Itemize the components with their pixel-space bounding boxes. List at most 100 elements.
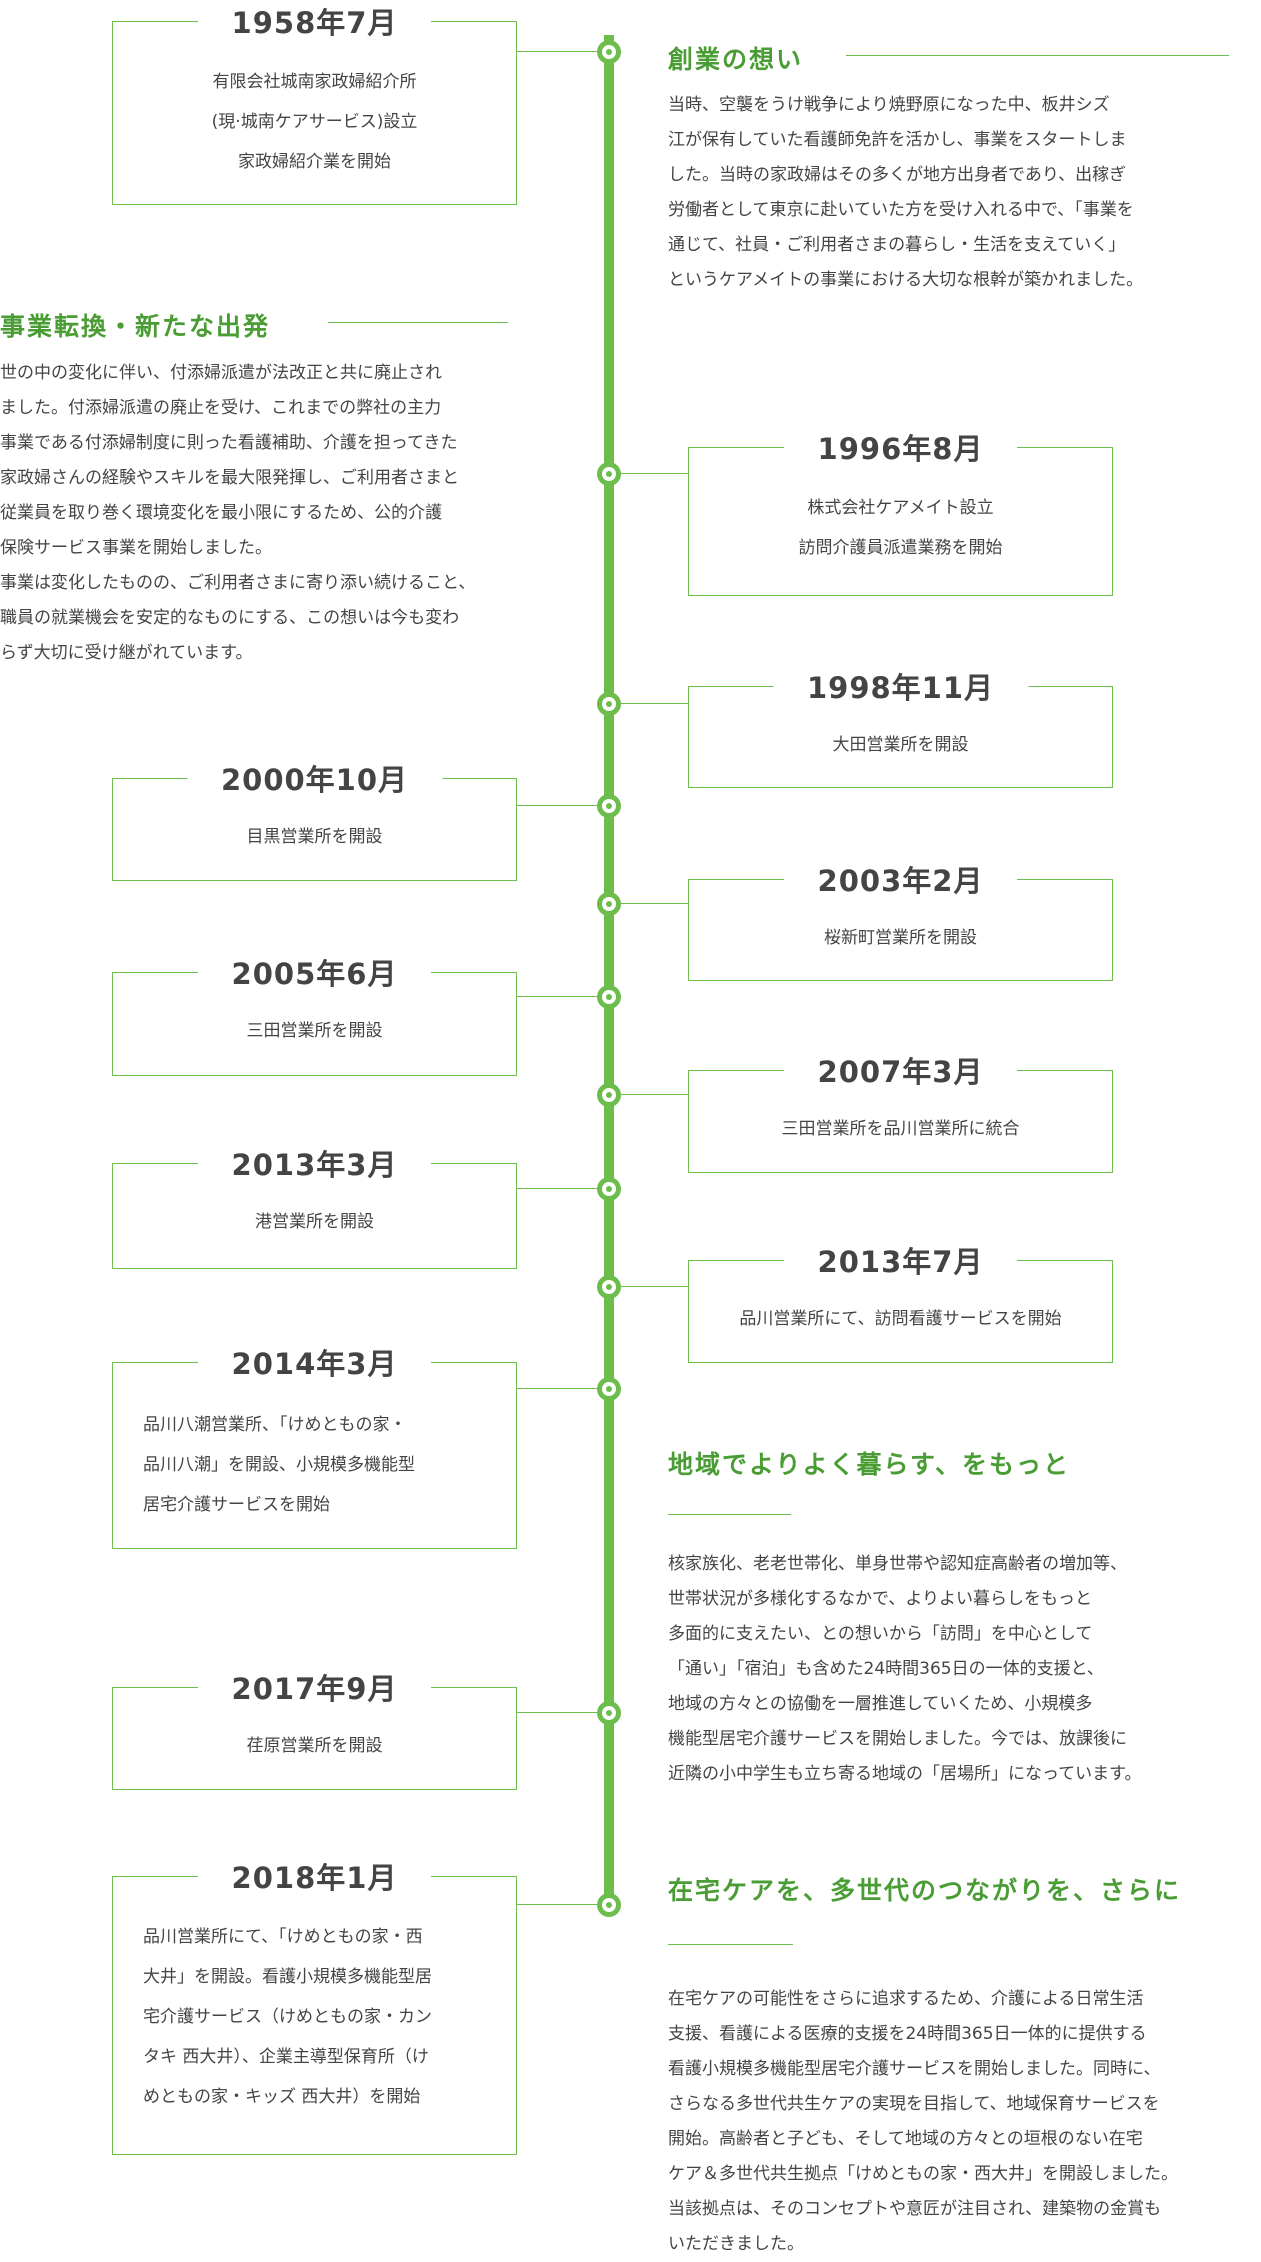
text-line: 江が保有していた看護師免許を活かし、事業をスタートしま	[668, 130, 1127, 150]
card-text: 品川営業所にて、訪問看護サービスを開始	[689, 1299, 1112, 1339]
card-text: 目黒営業所を開設	[113, 817, 516, 857]
text-line: した。当時の家政婦はその多くが地方出身者であり、出稼ぎ	[668, 165, 1127, 185]
card-line: めともの家・キッズ 西大井）を開始	[143, 2087, 421, 2107]
card-line: 三田営業所を品川営業所に統合	[781, 1119, 1020, 1139]
text-line: 事業は変化したものの、ご利用者さまに寄り添い続けること、	[0, 573, 476, 593]
text-line: 「通い」「宿泊」も含めた24時間365日の一体的支援と、	[668, 1659, 1104, 1679]
card-line: 家政婦紹介業を開始	[238, 152, 391, 172]
section-heading-transition: 事業転換・新たな出発	[0, 312, 271, 341]
connector	[516, 805, 597, 806]
card-line: 桜新町営業所を開設	[824, 928, 977, 948]
text-line: 支援、看護による医療的支援を24時間365日一体的に提供する	[668, 2024, 1147, 2044]
card-date: 2013年3月	[197, 1142, 432, 1184]
timeline-card-2000: 2000年10月 目黒営業所を開設	[112, 757, 517, 881]
text-line: 保険サービス事業を開始しました。	[0, 538, 272, 558]
card-text: 桜新町営業所を開設	[689, 918, 1112, 958]
card-date: 2005年6月	[197, 951, 432, 993]
text-line: らず大切に受け継がれています。	[0, 643, 253, 663]
timeline-node	[597, 40, 621, 64]
connector	[621, 1286, 688, 1287]
timeline-card-2005: 2005年6月 三田営業所を開設	[112, 951, 517, 1076]
text-line: 通じて、社員・ご利用者さまの暮らし・生活を支えていく」	[668, 235, 1126, 255]
connector	[516, 996, 597, 997]
text-line: いただきました。	[668, 2234, 804, 2254]
text-line: さらなる多世代共生ケアの実現を目指して、地域保育サービスを	[668, 2094, 1160, 2114]
card-line: 品川営業所にて、訪問看護サービスを開始	[739, 1309, 1062, 1329]
section-text-home-care: 在宅ケアの可能性をさらに追求するため、介護による日常生活 支援、看護による医療的…	[668, 1982, 1253, 2262]
timeline-node	[597, 692, 621, 716]
card-line: (現·城南ケアサービス)設立	[211, 112, 418, 132]
card-date: 1958年7月	[197, 0, 432, 42]
card-text: 品川営業所にて、「けめともの家・西 大井」を開設。看護小規模多機能型居 宅介護サ…	[113, 1917, 516, 2117]
card-text: 荏原営業所を開設	[113, 1726, 516, 1766]
timeline-card-2014: 2014年3月 品川八潮営業所、「けめともの家・ 品川八潮」を開設、小規模多機能…	[112, 1341, 517, 1549]
card-text: 三田営業所を品川営業所に統合	[689, 1109, 1112, 1149]
card-line: 訪問介護員派遣業務を開始	[798, 538, 1003, 558]
section-text-transition: 世の中の変化に伴い、付添婦派遣が法改正と共に廃止され ました。付添婦派遣の廃止を…	[0, 356, 560, 671]
connector	[621, 703, 688, 704]
card-text: 有限会社城南家政婦紹介所 (現·城南ケアサービス)設立 家政婦紹介業を開始	[113, 62, 516, 182]
timeline-node	[597, 462, 621, 486]
card-line: 品川八潮営業所、「けめともの家・	[143, 1415, 407, 1435]
card-date: 1998年11月	[772, 665, 1029, 707]
text-line: 看護小規模多機能型居宅介護サービスを開始しました。同時に、	[668, 2059, 1161, 2079]
text-line: というケアメイトの事業における大切な根幹が築かれました。	[668, 270, 1144, 290]
text-line: 家政婦さんの経験やスキルを最大限発揮し、ご利用者さまと	[0, 468, 459, 488]
card-date: 2014年3月	[197, 1341, 432, 1383]
connector	[621, 903, 688, 904]
card-line: 目黒営業所を開設	[246, 827, 383, 847]
text-line: 近隣の小中学生も立ち寄る地域の「居場所」になっています。	[668, 1764, 1142, 1784]
timeline-node	[597, 1377, 621, 1401]
card-text: 品川八潮営業所、「けめともの家・ 品川八潮」を開設、小規模多機能型 居宅介護サー…	[113, 1405, 516, 1525]
heading-rule	[668, 1944, 793, 1945]
text-line: 開始。高齢者と子ども、そして地域の方々との垣根のない在宅	[668, 2129, 1143, 2149]
card-line: 港営業所を開設	[255, 1212, 374, 1232]
card-text: 大田営業所を開設	[689, 725, 1112, 765]
connector	[621, 1094, 688, 1095]
card-date: 2017年9月	[197, 1666, 432, 1708]
card-text: 三田営業所を開設	[113, 1011, 516, 1051]
card-line: 居宅介護サービスを開始	[143, 1495, 330, 1515]
timeline-line	[604, 35, 614, 1905]
section-heading-founding: 創業の想い	[668, 45, 804, 74]
card-line: 品川八潮」を開設、小規模多機能型	[143, 1455, 415, 1475]
section-heading-community: 地域でよりよく暮らす、をもっと	[668, 1450, 1071, 1479]
card-line: 有限会社城南家政婦紹介所	[212, 72, 417, 92]
timeline-card-2018: 2018年1月 品川営業所にて、「けめともの家・西 大井」を開設。看護小規模多機…	[112, 1855, 517, 2155]
connector	[516, 1188, 597, 1189]
card-text: 株式会社ケアメイト設立 訪問介護員派遣業務を開始	[689, 488, 1112, 568]
text-line: 機能型居宅介護サービスを開始しました。今では、放課後に	[668, 1729, 1127, 1749]
card-date: 2018年1月	[197, 1855, 432, 1897]
card-date: 2013年7月	[783, 1239, 1018, 1281]
text-line: 当時、空襲をうけ戦争により焼野原になった中、板井シズ	[668, 95, 1110, 115]
timeline-card-2013-03: 2013年3月 港営業所を開設	[112, 1142, 517, 1269]
text-line: 世帯状況が多様化するなかで、よりよい暮らしをもっと	[668, 1589, 1092, 1609]
card-date: 2007年3月	[783, 1049, 1018, 1091]
connector	[621, 473, 688, 474]
section-text-founding: 当時、空襲をうけ戦争により焼野原になった中、板井シズ 江が保有していた看護師免許…	[668, 88, 1233, 298]
card-line: 荏原営業所を開設	[246, 1736, 383, 1756]
text-line: 従業員を取り巻く環境変化を最小限にするため、公的介護	[0, 503, 443, 523]
card-line: 品川営業所にて、「けめともの家・西	[143, 1927, 423, 1947]
timeline-node	[597, 1083, 621, 1107]
timeline-card-1958: 1958年7月 有限会社城南家政婦紹介所 (現·城南ケアサービス)設立 家政婦紹…	[112, 0, 517, 205]
card-line: 三田営業所を開設	[246, 1021, 383, 1041]
text-line: 事業である付添婦制度に則った看護補助、介護を担ってきた	[0, 433, 458, 453]
card-text: 港営業所を開設	[113, 1202, 516, 1242]
timeline-node	[597, 1275, 621, 1299]
text-line: 地域の方々との協働を一層推進していくため、小規模多	[668, 1694, 1093, 1714]
heading-rule	[846, 55, 1229, 56]
card-date: 2003年2月	[783, 858, 1018, 900]
section-heading-home-care: 在宅ケアを、多世代のつながりを、さらに	[668, 1876, 1182, 1905]
timeline-card-2017: 2017年9月 荏原営業所を開設	[112, 1666, 517, 1790]
timeline-card-2013-07: 2013年7月 品川営業所にて、訪問看護サービスを開始	[688, 1239, 1113, 1363]
timeline-node	[597, 794, 621, 818]
text-line: 世の中の変化に伴い、付添婦派遣が法改正と共に廃止され	[0, 363, 442, 383]
connector	[516, 1388, 597, 1389]
text-line: 労働者として東京に赴いていた方を受け入れる中で、「事業を	[668, 200, 1134, 220]
card-line: 大田営業所を開設	[832, 735, 969, 755]
card-line: 株式会社ケアメイト設立	[807, 498, 994, 518]
connector	[516, 51, 597, 52]
card-line: 宅介護サービス（けめともの家・カン	[143, 2007, 432, 2027]
heading-rule	[668, 1514, 791, 1515]
